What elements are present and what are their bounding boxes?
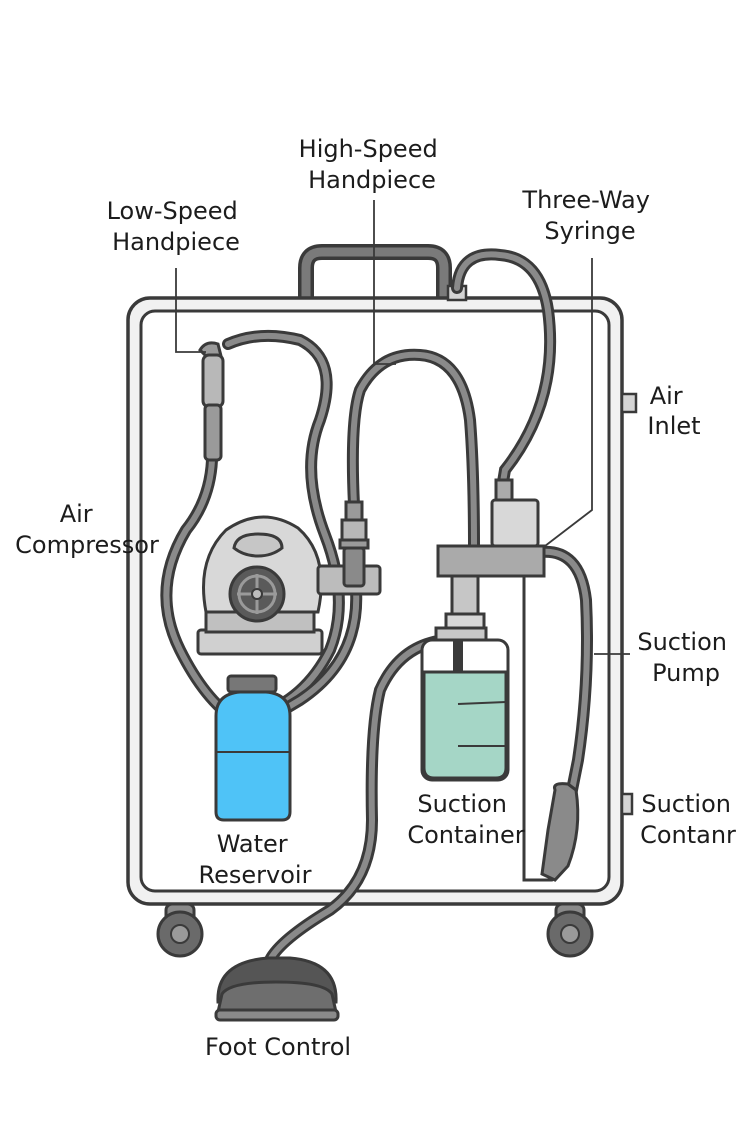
label-air-inlet: Air Inlet	[647, 382, 700, 440]
leader-high-speed	[373, 200, 396, 365]
label-suction-pump: Suction Pump	[637, 628, 734, 687]
water-reservoir	[214, 674, 292, 822]
high-speed-handpiece	[338, 500, 370, 588]
suction-container	[420, 626, 510, 782]
low-speed-handpiece	[198, 341, 225, 462]
leader-syringe	[544, 258, 593, 547]
air-compressor	[196, 515, 382, 656]
hoses	[160, 248, 593, 966]
cabinet-handle	[298, 244, 452, 300]
leader-low-speed	[175, 268, 206, 353]
labels: High-Speed Handpiece Low-Speed Handpiece…	[15, 135, 739, 1061]
label-three-way-syringe: Three-Way Syringe	[521, 186, 657, 245]
air-inlet-port	[620, 392, 638, 414]
caster-right	[546, 902, 594, 958]
label-low-speed-handpiece: Low-Speed Handpiece	[107, 197, 246, 256]
label-water-reservoir: Water Reservoir	[199, 830, 312, 889]
label-foot-control: Foot Control	[205, 1033, 351, 1061]
three-way-syringe-block	[436, 478, 546, 630]
manifold-bar	[436, 544, 546, 578]
suction-tip	[540, 782, 580, 882]
leader-lines	[175, 200, 630, 655]
label-suction-container: Suction Container	[407, 790, 524, 849]
caster-left	[156, 902, 204, 958]
label-suction-container-right: Suction Contanr	[640, 790, 739, 849]
foot-control	[214, 956, 340, 1022]
label-air-compressor: Air Compressor	[15, 500, 159, 559]
suction-outlet-port	[620, 792, 634, 816]
label-high-speed-handpiece: High-Speed Handpiece	[299, 135, 446, 194]
casters	[156, 902, 594, 958]
